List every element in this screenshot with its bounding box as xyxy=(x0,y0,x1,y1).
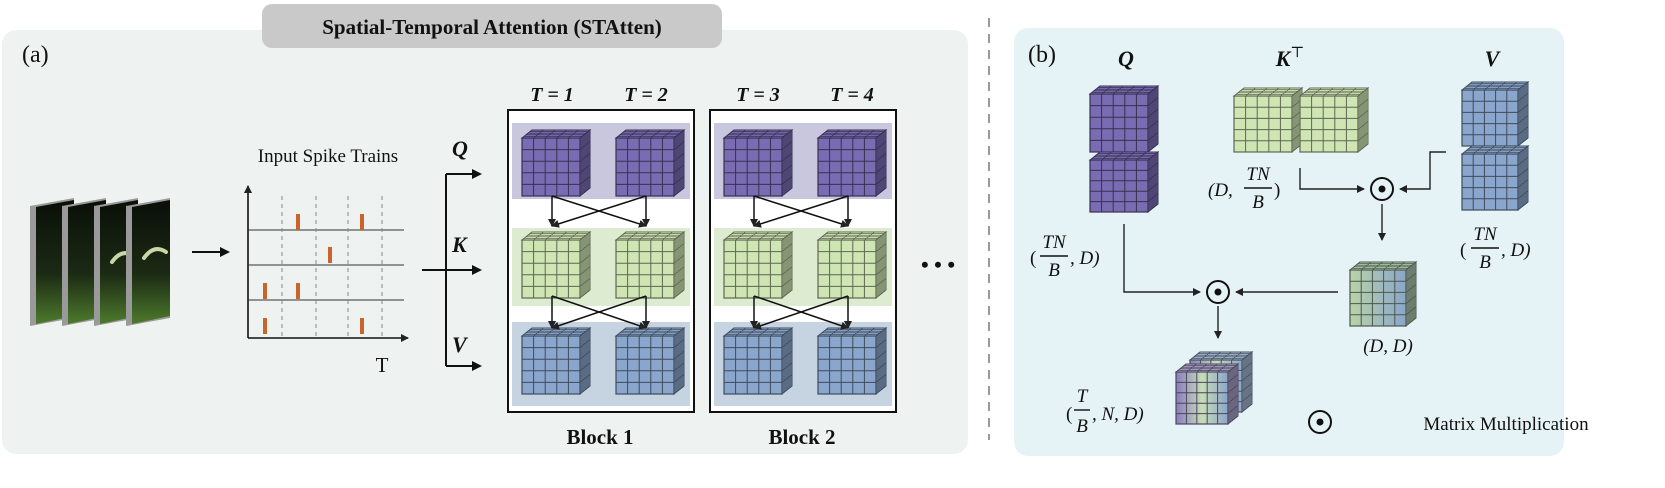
t-label-2: T = 2 xyxy=(624,84,668,106)
q-label: Q xyxy=(452,136,468,161)
spike xyxy=(296,283,300,299)
pb-q-label: Q xyxy=(1118,46,1134,71)
q-cube xyxy=(816,128,888,198)
svg-text:B: B xyxy=(1479,252,1491,273)
svg-text:B: B xyxy=(1048,260,1060,281)
dim-q: ( TN B , D) xyxy=(1030,232,1100,281)
panel-a-label: (a) xyxy=(22,42,49,68)
svg-text:T: T xyxy=(1077,386,1089,407)
svg-text:TN: TN xyxy=(1042,232,1067,253)
svg-text:(D,: (D, xyxy=(1208,180,1233,201)
legend-label: Matrix Multiplication xyxy=(1423,414,1589,435)
spike xyxy=(360,318,364,334)
v-cube xyxy=(520,326,592,396)
t-label-4: T = 4 xyxy=(830,84,874,106)
matmul-operator-top xyxy=(1370,177,1394,201)
svg-text:TN: TN xyxy=(1473,224,1498,245)
svg-text:B: B xyxy=(1076,416,1088,437)
spike xyxy=(263,318,267,334)
svg-text:, D): , D) xyxy=(1070,248,1100,269)
pb-kt-cube-right xyxy=(1298,86,1370,154)
block-2 xyxy=(709,109,897,413)
spike-train-plot xyxy=(244,185,409,342)
attention-blocks xyxy=(507,109,897,413)
svg-text:TN: TN xyxy=(1246,164,1271,185)
dim-out: ( T B , N, D) xyxy=(1066,386,1144,437)
q-cube xyxy=(722,128,794,198)
t-label-3: T = 3 xyxy=(736,84,780,106)
dim-dd: (D, D) xyxy=(1363,336,1413,357)
input-frame xyxy=(126,198,170,326)
v-cube xyxy=(722,326,794,396)
input-frames xyxy=(30,198,170,326)
pb-q-cube-bottom xyxy=(1088,150,1160,214)
matmul-legend-symbol xyxy=(1308,410,1332,434)
v-cube xyxy=(816,326,888,396)
svg-text:B: B xyxy=(1252,192,1264,213)
title-box xyxy=(262,4,722,48)
title: Spatial-Temporal Attention (STAtten) xyxy=(322,15,662,39)
matrix-multiplication-panel xyxy=(1088,80,1530,434)
k-cube xyxy=(520,230,592,300)
matmul-operator-bottom xyxy=(1206,280,1230,304)
pb-v-cube-bottom xyxy=(1460,144,1530,212)
dim-kt: (D, TN B ) xyxy=(1208,164,1280,213)
ellipsis: • • • xyxy=(921,252,955,277)
v-cube xyxy=(614,326,686,396)
spike xyxy=(328,247,332,263)
svg-text:): ) xyxy=(1274,180,1280,201)
panel-b-label: (b) xyxy=(1028,42,1056,68)
pb-v-cube-top xyxy=(1460,80,1530,148)
v-label: V xyxy=(452,332,469,357)
block-1 xyxy=(507,109,695,413)
pb-v-label: V xyxy=(1485,46,1502,71)
k-label: K xyxy=(451,232,468,257)
spike xyxy=(360,214,364,230)
pb-kt-label: K⊤ xyxy=(1275,45,1305,71)
pb-kt-cube-left xyxy=(1232,86,1304,154)
pb-out-cube-front xyxy=(1174,362,1240,426)
qkv-branches xyxy=(422,169,482,371)
spike xyxy=(296,214,300,230)
q-cube xyxy=(520,128,592,198)
spike-axis-label: T xyxy=(376,353,389,377)
svg-text:, D): , D) xyxy=(1501,240,1531,261)
pb-q-cube-top xyxy=(1088,84,1160,154)
k-cube xyxy=(816,230,888,300)
svg-text:(: ( xyxy=(1460,240,1466,261)
svg-text:, N, D): , N, D) xyxy=(1092,404,1144,425)
svg-text:(: ( xyxy=(1066,404,1072,425)
spike-title: Input Spike Trains xyxy=(258,146,398,167)
pb-dd-cube xyxy=(1348,260,1418,328)
k-cube xyxy=(614,230,686,300)
block-2-label: Block 2 xyxy=(768,425,835,449)
svg-text:(: ( xyxy=(1030,248,1036,269)
k-cube xyxy=(722,230,794,300)
dim-v: ( TN B , D) xyxy=(1460,224,1531,273)
t-label-1: T = 1 xyxy=(530,84,574,106)
block-1-label: Block 1 xyxy=(566,425,633,449)
spike xyxy=(263,283,267,299)
q-cube xyxy=(614,128,686,198)
